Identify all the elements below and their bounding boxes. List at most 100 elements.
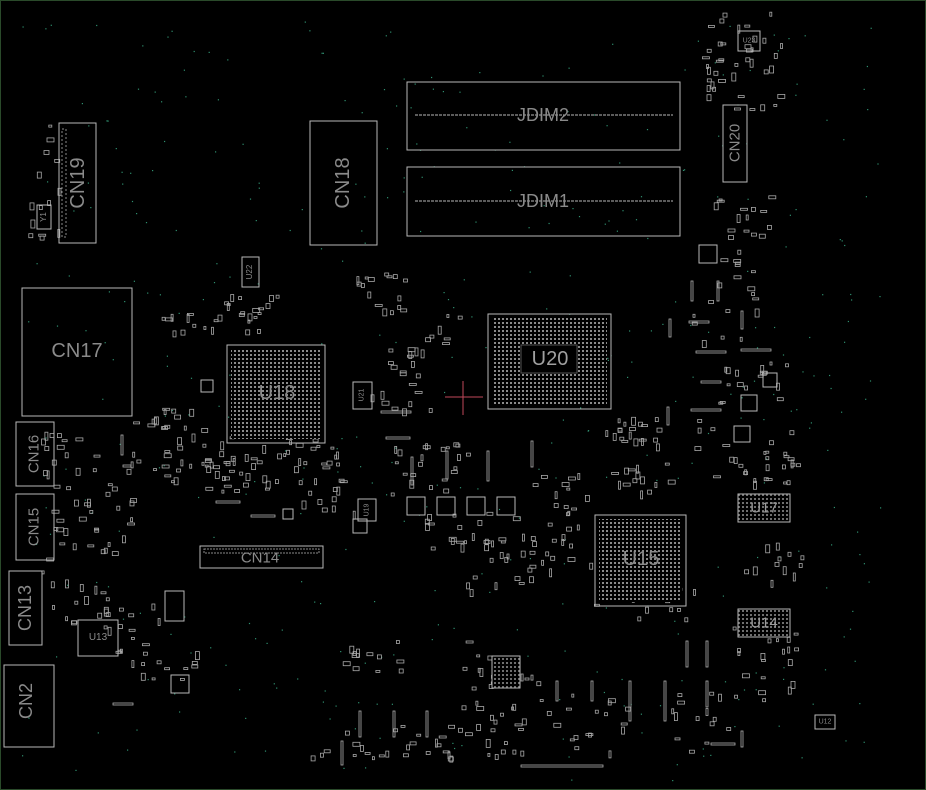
passive-pad <box>257 312 262 316</box>
passive-pad <box>448 536 457 542</box>
via-dot <box>822 294 824 296</box>
via-dot <box>650 330 652 332</box>
passive-pad <box>331 496 337 503</box>
passive-pad <box>107 626 112 636</box>
y1-crystal <box>36 204 52 230</box>
passive-pad <box>725 367 731 375</box>
via-dot <box>603 691 605 694</box>
passive-pad <box>214 470 220 479</box>
via-dot <box>444 391 446 394</box>
passive-pad <box>729 456 735 463</box>
passive-pad <box>400 308 408 313</box>
passive-pad <box>97 612 103 619</box>
passive-pad <box>385 750 390 758</box>
via-dot <box>49 533 52 535</box>
via-dot <box>136 729 138 731</box>
via-dot <box>804 35 806 37</box>
passive-pad <box>733 457 738 465</box>
passive-pad <box>122 535 126 544</box>
passive-pad <box>322 466 331 470</box>
passive-pad <box>594 709 599 714</box>
passive-pad <box>351 653 360 658</box>
via-dot <box>431 639 433 641</box>
via-dot <box>278 555 280 557</box>
via-dot <box>188 414 190 416</box>
passive-pad <box>758 690 766 696</box>
via-dot <box>481 573 483 575</box>
passive-pad <box>78 516 87 522</box>
passive-pad <box>728 235 734 240</box>
via-dot <box>229 276 231 278</box>
passive-pad <box>415 373 421 379</box>
via-dot <box>320 248 323 250</box>
via-dot <box>778 725 780 727</box>
via-dot <box>45 28 47 30</box>
passive-pad <box>735 369 739 377</box>
passive-pad <box>203 326 207 330</box>
via-dot <box>627 376 629 378</box>
via-dot <box>827 449 829 451</box>
via-dot <box>227 59 229 61</box>
passive-pad <box>744 469 748 476</box>
via-dot <box>795 94 797 96</box>
u21-chip <box>352 381 373 410</box>
u13-chip <box>77 619 119 657</box>
trace-segment <box>120 434 124 456</box>
via-dot <box>354 728 356 730</box>
passive-pad <box>717 282 723 289</box>
passive-pad <box>717 41 723 47</box>
passive-pad <box>706 78 712 83</box>
passive-pad <box>61 439 68 443</box>
via-dot <box>717 196 719 198</box>
passive-pad <box>631 416 636 426</box>
via-dot <box>510 189 512 192</box>
via-dot <box>631 361 633 363</box>
passive-pad <box>647 489 652 495</box>
passive-pad <box>645 606 649 614</box>
via-dot <box>568 67 570 69</box>
via-dot <box>386 148 388 150</box>
via-dot <box>511 169 513 171</box>
passive-pad <box>708 24 715 28</box>
passive-pad <box>749 58 754 68</box>
via-dot <box>869 380 872 382</box>
via-dot <box>67 584 69 586</box>
via-dot <box>56 325 59 327</box>
passive-pad <box>161 464 170 469</box>
passive-pad <box>514 576 521 581</box>
passive-pad <box>487 753 491 757</box>
passive-pad <box>654 417 659 423</box>
via-dot <box>175 229 177 232</box>
via-dot <box>777 50 779 52</box>
via-dot <box>863 741 865 743</box>
via-dot <box>619 162 621 164</box>
passive-pad <box>471 686 477 691</box>
via-dot <box>562 603 564 605</box>
passive-pad <box>744 44 752 50</box>
via-dot <box>65 468 67 470</box>
passive-pad <box>189 463 193 469</box>
via-dot <box>527 655 529 657</box>
passive-pad <box>585 494 590 502</box>
via-dot <box>342 260 344 262</box>
passive-pad <box>111 486 118 492</box>
via-dot <box>863 88 865 90</box>
via-dot <box>178 312 180 314</box>
via-dot <box>147 679 149 681</box>
passive-pad <box>420 349 425 359</box>
via-dot <box>841 240 843 242</box>
passive-pad <box>734 107 741 111</box>
passive-pad <box>418 461 423 467</box>
passive-pad <box>414 390 423 394</box>
passive-pad <box>633 438 639 447</box>
passive-pad <box>425 751 431 755</box>
via-dot <box>691 462 693 464</box>
passive-pad <box>94 527 99 531</box>
passive-pad <box>667 479 676 485</box>
u23-chip <box>737 30 761 52</box>
via-dot <box>124 301 126 303</box>
passive-pad <box>319 752 324 758</box>
via-dot <box>548 222 550 225</box>
passive-pad <box>710 427 716 432</box>
passive-pad <box>476 654 481 658</box>
